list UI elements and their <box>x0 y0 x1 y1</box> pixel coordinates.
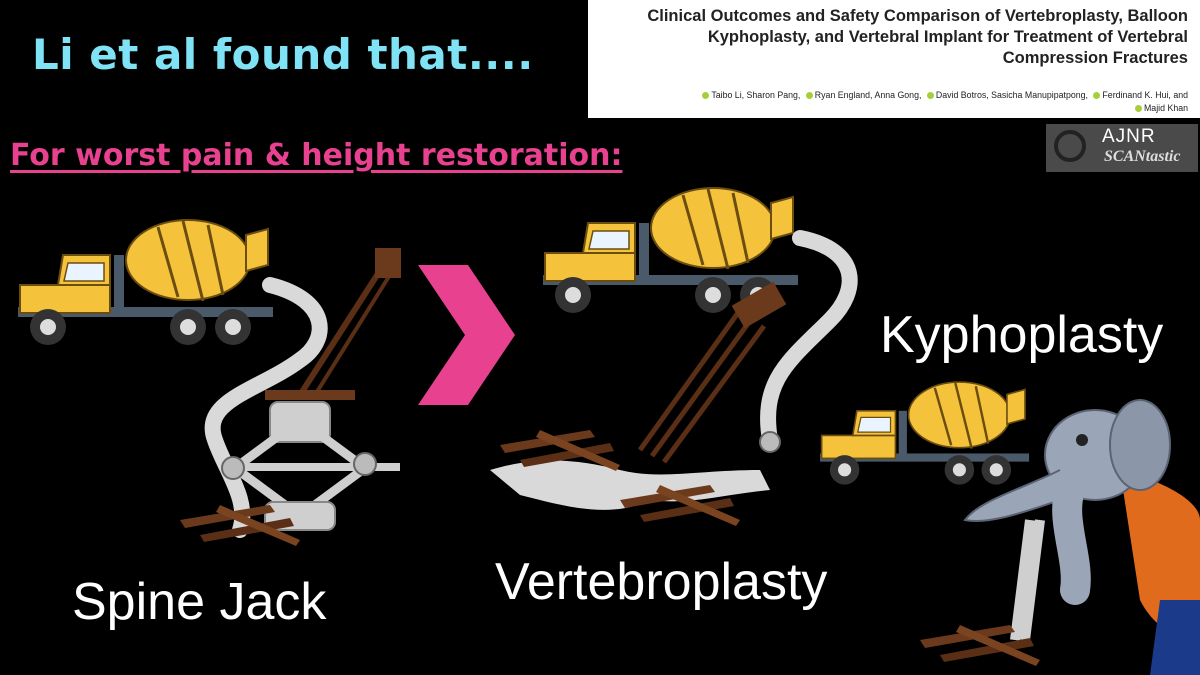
spine-jack-icon <box>221 248 401 531</box>
greater-than-chevron-icon <box>418 265 515 405</box>
ajnr-scantastic-logo: AJNR SCANtastic <box>1046 124 1198 172</box>
paper-authors: Taibo Li, Sharon Pang, Ryan England, Ann… <box>668 89 1188 115</box>
cement-hose <box>760 230 858 448</box>
author-group: Taibo Li, Sharon Pang, <box>711 90 801 100</box>
author-group: Majid Khan <box>1143 103 1188 113</box>
orcid-icon <box>1134 105 1142 113</box>
orcid-icon <box>805 92 813 100</box>
label-vertebroplasty: Vertebroplasty <box>495 553 828 611</box>
author-group: David Botros, Sasicha Manupipatpong, <box>935 90 1088 100</box>
cannula-icon <box>637 308 767 464</box>
cannula-handle-icon <box>731 281 787 329</box>
cement-mass <box>490 460 770 510</box>
elephant-icon <box>963 399 1200 675</box>
author-group: Ryan England, Anna Gong, <box>814 90 922 100</box>
logo-text-scantastic: SCANtastic <box>1104 148 1181 165</box>
logo-circle-icon <box>1054 130 1086 162</box>
logo-text-ajnr: AJNR <box>1102 126 1156 147</box>
needle-hub-icon <box>759 431 781 453</box>
orcid-icon <box>926 92 934 100</box>
paper-citation-panel: Clinical Outcomes and Safety Comparison … <box>588 0 1200 118</box>
label-kyphoplasty: Kyphoplasty <box>880 306 1164 364</box>
label-spine-jack: Spine Jack <box>72 573 327 631</box>
slide-headline: Li et al found that.... <box>32 30 534 79</box>
orcid-icon <box>1093 92 1101 100</box>
orcid-icon <box>702 92 710 100</box>
cement-hose <box>204 277 328 538</box>
cement-truck-icon <box>818 380 1031 486</box>
paper-title: Clinical Outcomes and Safety Comparison … <box>647 7 1188 67</box>
slide-subheadline: For worst pain & height restoration: <box>10 138 623 173</box>
cement-truck-icon <box>16 218 275 347</box>
author-group: Ferdinand K. Hui, and <box>1102 90 1188 100</box>
